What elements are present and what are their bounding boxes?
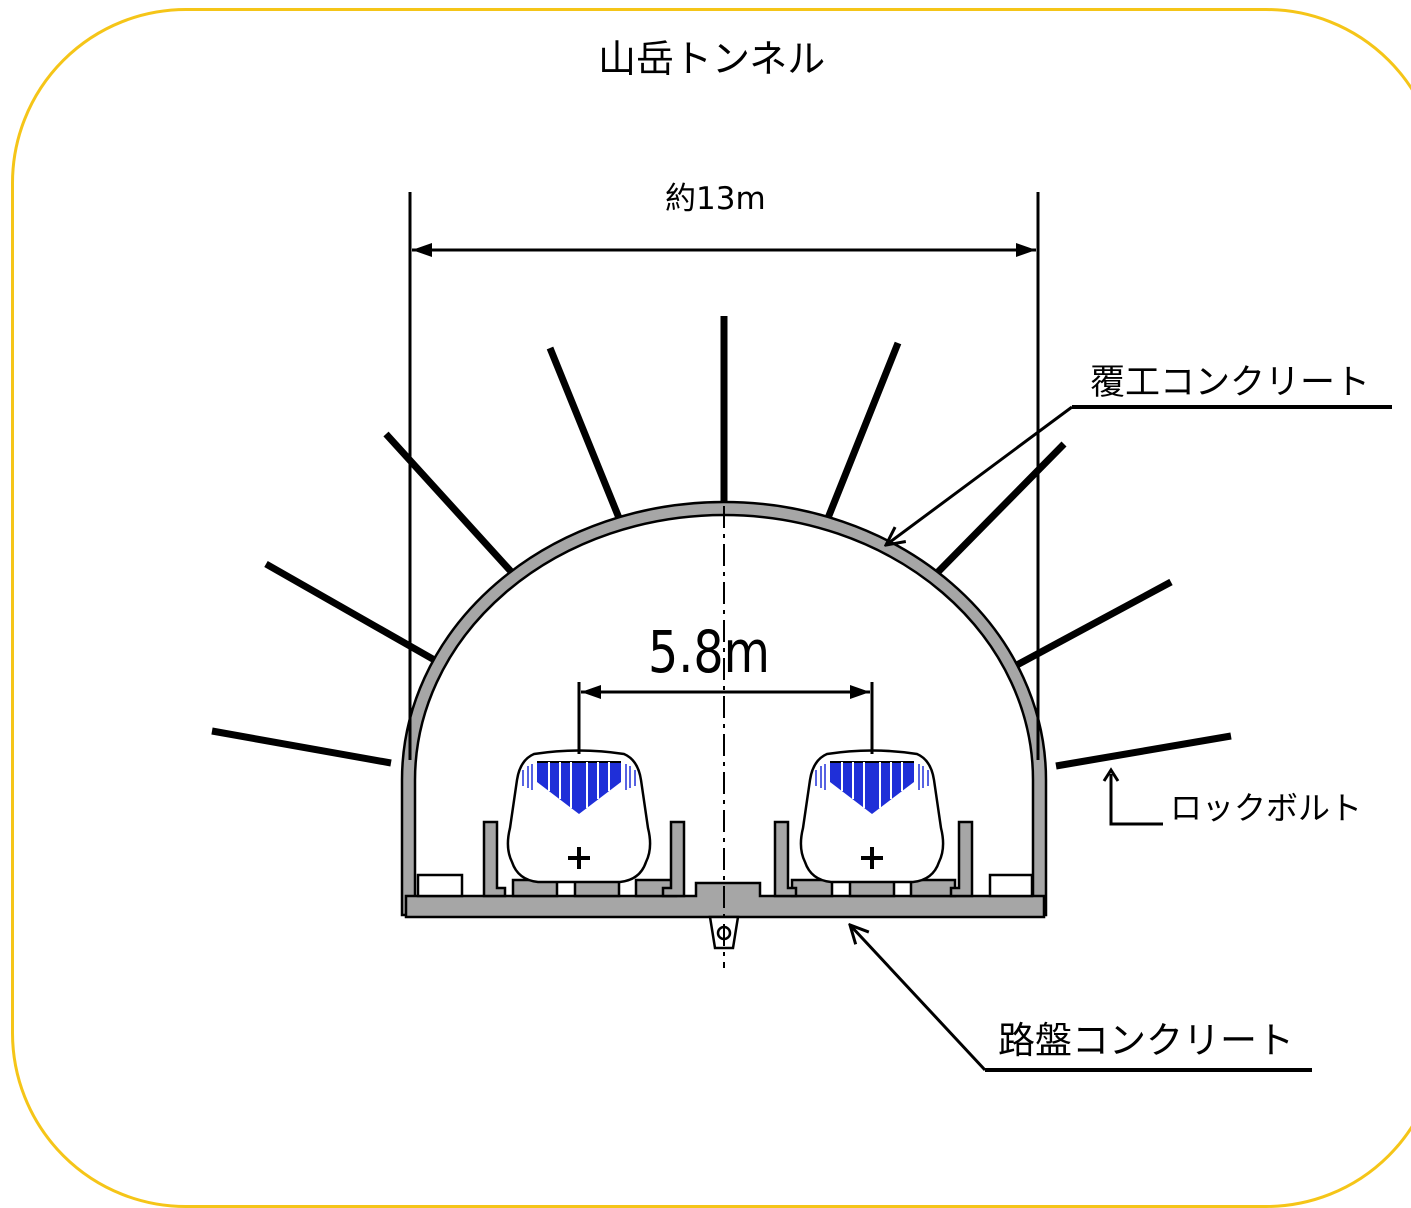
bolt-leader — [1102, 767, 1163, 826]
roadbed-leader — [850, 925, 1312, 1072]
track-spacing-dimension — [577, 682, 874, 754]
rock-bolt — [211, 727, 392, 767]
rock-bolts — [211, 316, 1232, 770]
lining-concrete-label: 覆工コンクリート — [1090, 363, 1371, 403]
rock-bolt — [383, 431, 519, 580]
track-spacing-label: 5.8m — [648, 618, 770, 686]
diagram-title: 山岳トンネル — [598, 37, 826, 81]
rock-bolt — [933, 441, 1067, 577]
lining-leader — [886, 405, 1392, 545]
roadbed-concrete-label: 路盤コンクリート — [998, 1019, 1294, 1062]
tunnel-cross-section — [211, 192, 1392, 1072]
train-left — [506, 749, 652, 884]
side-duct-left — [416, 873, 464, 898]
train-right — [799, 749, 945, 884]
side-duct-right — [988, 873, 1034, 898]
rock-bolt-label: ロックボルト — [1170, 789, 1363, 827]
rock-bolt — [824, 341, 902, 520]
rock-bolt — [264, 560, 440, 666]
rock-bolt — [1055, 732, 1232, 770]
track-left — [482, 820, 686, 898]
rock-bolt — [1013, 578, 1173, 670]
rock-bolt — [546, 346, 623, 520]
tunnel-width-label: 約13m — [665, 181, 766, 217]
width-dimension — [408, 192, 1040, 760]
